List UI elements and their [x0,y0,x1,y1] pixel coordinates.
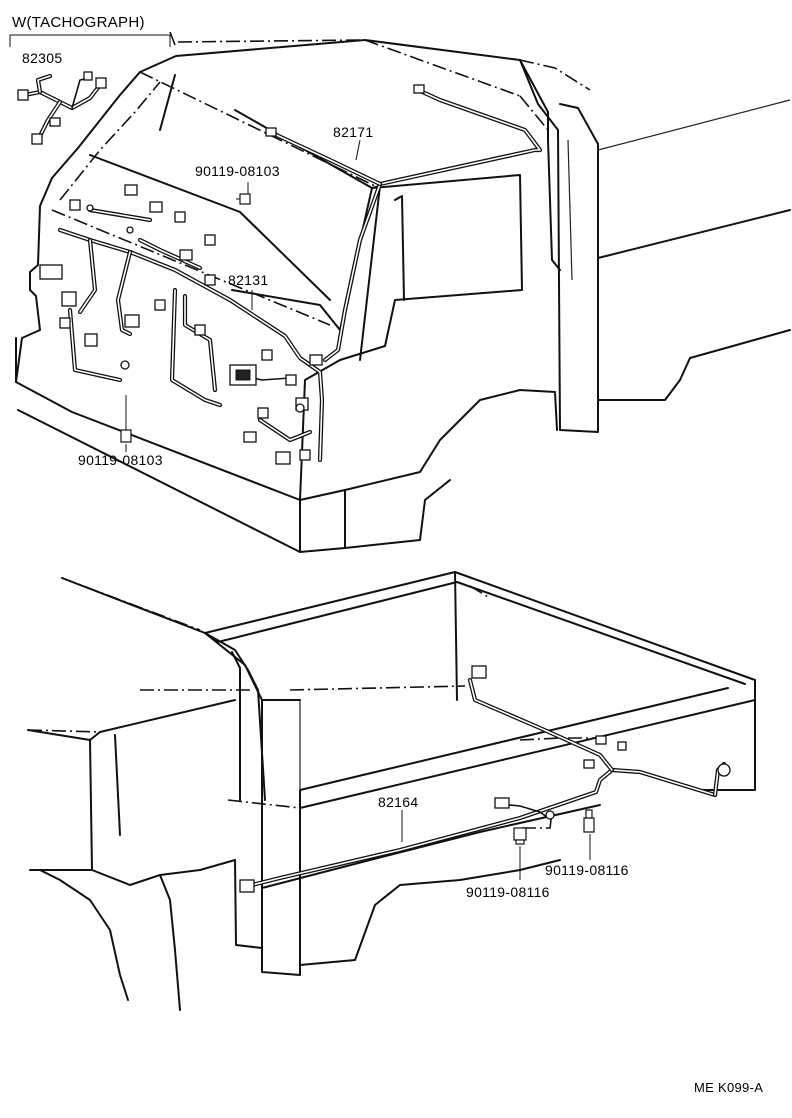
bolt-label-lower-left: 90119-08116 [466,884,550,900]
part-number-82131: 82131 [228,272,269,288]
part-number-82305: 82305 [22,50,63,66]
cab-body-outline [15,39,791,553]
harness-82164 [239,665,731,893]
deck-phantom-lines [27,577,600,871]
bolt-upper-right [236,193,251,205]
figure-code: ME K099-A [694,1080,764,1095]
bolt-label-lower-right: 90119-08116 [545,862,629,878]
deck-body-outline [27,571,756,1011]
cab-phantom-lines [51,31,591,326]
bolt-label-upper-left: 90119-08103 [78,452,163,468]
bolt-lower-right [583,809,595,833]
harness-82305-tachograph [17,71,107,145]
bolt-lower-left [513,827,527,845]
part-number-82171: 82171 [333,124,374,140]
tachograph-note: W(TACHOGRAPH) [12,14,145,31]
harness-82131 [39,184,325,465]
tachograph-bracket [9,34,171,47]
leader-82171 [355,139,361,161]
bolt-label-upper-right: 90119-08103 [195,163,280,179]
part-number-82164: 82164 [378,794,419,810]
bolt-upper-left [120,395,132,443]
harness-82171 [265,84,543,363]
